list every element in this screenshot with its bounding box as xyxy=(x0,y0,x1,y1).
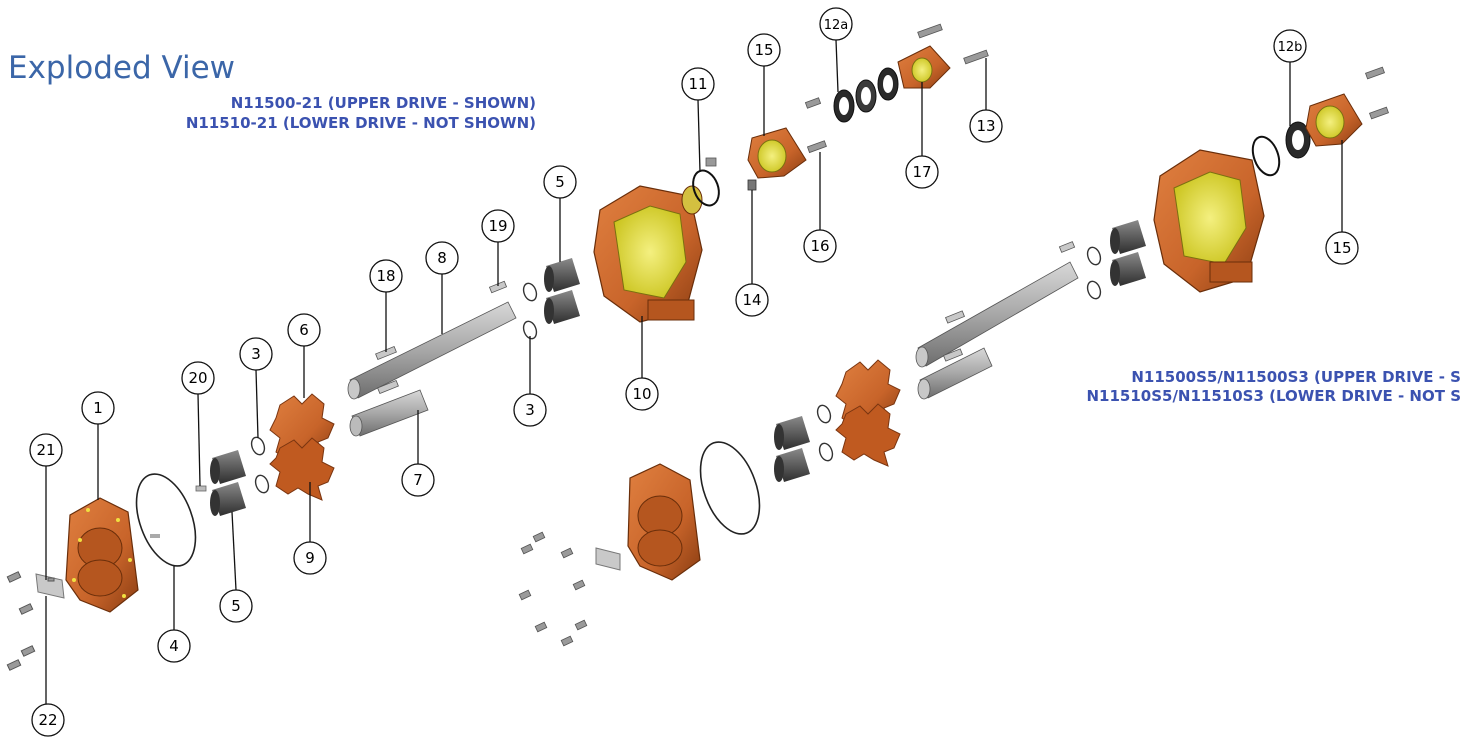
svg-text:7: 7 xyxy=(413,471,423,489)
model-label-upper-line1: N11500-21 (UPPER DRIVE - SHOWN) xyxy=(230,94,536,112)
right-o-ring xyxy=(1251,135,1281,177)
model-label-lower-line1: N11500S5/N11500S3 (UPPER DRIVE - S xyxy=(1131,368,1461,386)
callout-5b: 5 xyxy=(543,165,577,199)
part-20-pin xyxy=(195,485,207,492)
callout-18: 18 xyxy=(369,259,403,293)
svg-text:22: 22 xyxy=(38,711,57,729)
svg-text:15: 15 xyxy=(1332,239,1351,257)
model-label-upper: N11500-21 (UPPER DRIVE - SHOWN) N11510-2… xyxy=(186,93,536,133)
callout-4: 4 xyxy=(157,629,191,663)
callout-12a: 12a xyxy=(819,7,853,41)
part-16-bolt xyxy=(806,140,827,154)
svg-text:5: 5 xyxy=(555,173,565,191)
callout-3a: 3 xyxy=(239,337,273,371)
callout-11: 11 xyxy=(681,67,715,101)
svg-text:5: 5 xyxy=(231,597,241,615)
pin-dowel xyxy=(150,534,160,538)
svg-text:20: 20 xyxy=(188,369,207,387)
right-nameplate xyxy=(595,547,621,571)
svg-text:1: 1 xyxy=(93,399,103,417)
callout-15a: 15 xyxy=(747,33,781,67)
part-18-key xyxy=(375,345,397,361)
callout-14: 14 xyxy=(735,283,769,317)
svg-text:6: 6 xyxy=(299,321,309,339)
part-6-9-gears xyxy=(269,393,335,501)
callout-13: 13 xyxy=(969,109,1003,143)
svg-text:17: 17 xyxy=(912,163,931,181)
right-rings-b xyxy=(1086,246,1102,300)
right-seal-12b xyxy=(1285,121,1311,159)
part-4-gasket xyxy=(135,473,197,567)
svg-text:3: 3 xyxy=(251,345,261,363)
svg-text:21: 21 xyxy=(36,441,55,459)
right-shafts xyxy=(915,241,1079,400)
right-cover-screws xyxy=(518,531,588,647)
svg-text:3: 3 xyxy=(525,401,535,419)
callout-3b: 3 xyxy=(513,393,547,427)
svg-text:9: 9 xyxy=(305,549,315,567)
callout-9: 9 xyxy=(293,541,327,575)
callouts: 1 21 22 4 20 5 3 6 9 7 18 8 19 3 5 10 11… xyxy=(29,7,1359,737)
svg-text:19: 19 xyxy=(488,217,507,235)
callout-15b: 15 xyxy=(1325,231,1359,265)
right-pump-casing xyxy=(1153,149,1265,293)
right-bushings-b xyxy=(1110,220,1146,286)
cover-screws xyxy=(6,571,55,671)
part-13-bolts xyxy=(804,23,989,109)
callout-6: 6 xyxy=(287,313,321,347)
svg-text:13: 13 xyxy=(976,117,995,135)
svg-text:12a: 12a xyxy=(824,18,849,33)
svg-text:8: 8 xyxy=(437,249,447,267)
callout-16: 16 xyxy=(803,229,837,263)
callout-8: 8 xyxy=(425,241,459,275)
right-gears xyxy=(835,359,901,467)
part-19-key xyxy=(488,280,508,294)
svg-text:11: 11 xyxy=(688,75,707,93)
plug-small xyxy=(705,157,717,167)
callout-17: 17 xyxy=(905,155,939,189)
leader-lines xyxy=(45,39,1343,704)
right-bearing-housing xyxy=(1305,93,1363,147)
callout-20: 20 xyxy=(181,361,215,395)
svg-text:16: 16 xyxy=(810,237,829,255)
right-rings-a xyxy=(816,404,834,462)
key-2 xyxy=(377,379,399,395)
part-1-end-cover xyxy=(65,497,139,613)
model-label-lower: N11500S5/N11500S3 (UPPER DRIVE - S N1151… xyxy=(1071,368,1461,406)
callout-1: 1 xyxy=(81,391,115,425)
svg-text:10: 10 xyxy=(632,385,651,403)
callout-10: 10 xyxy=(625,377,659,411)
right-gasket xyxy=(699,441,761,535)
part-14-nut xyxy=(747,179,757,191)
part-5-bushings-upper xyxy=(544,258,580,324)
callout-12b: 12b xyxy=(1273,29,1307,63)
svg-text:12b: 12b xyxy=(1278,40,1303,55)
callout-21: 21 xyxy=(29,433,63,467)
svg-text:14: 14 xyxy=(742,291,761,309)
callout-19: 19 xyxy=(481,209,515,243)
part-17-gland-flange xyxy=(897,45,951,89)
svg-text:4: 4 xyxy=(169,637,179,655)
svg-text:18: 18 xyxy=(376,267,395,285)
page-title: Exploded View xyxy=(8,50,236,86)
callout-7: 7 xyxy=(401,463,435,497)
callout-5a: 5 xyxy=(219,589,253,623)
right-bushings-a xyxy=(774,416,810,482)
part-8-drive-shaft xyxy=(347,301,517,400)
part-5-bushings-lower xyxy=(210,450,246,516)
svg-text:15: 15 xyxy=(754,41,773,59)
right-end-cover xyxy=(627,463,701,581)
part-12a-seal-set xyxy=(833,67,899,123)
part-10-pump-casing xyxy=(593,185,703,323)
callout-22: 22 xyxy=(31,703,65,737)
right-bolts xyxy=(1365,66,1389,120)
part-15-bearing-housing xyxy=(747,127,807,179)
part-3-rings-right xyxy=(522,282,538,340)
model-label-upper-line2: N11510-21 (LOWER DRIVE - NOT SHOWN) xyxy=(185,114,536,132)
part-3-rings-left xyxy=(250,436,270,494)
part-7-idler-shaft xyxy=(349,389,429,437)
model-label-lower-line2: N11510S5/N11510S3 (LOWER DRIVE - NOT S xyxy=(1086,387,1461,405)
